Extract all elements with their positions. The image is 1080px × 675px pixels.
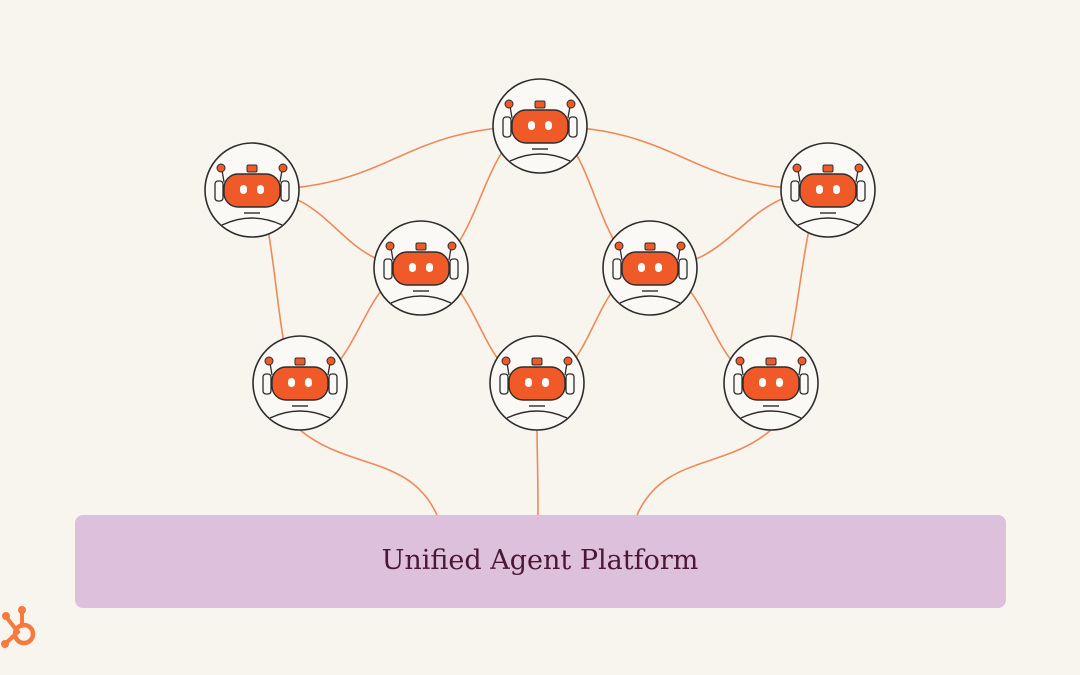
robot-agent-icon xyxy=(252,335,348,431)
agents xyxy=(204,78,876,431)
robot-agent-icon xyxy=(373,220,469,316)
sprocket-logo-icon xyxy=(1,606,36,648)
robot-agent-icon xyxy=(723,335,819,431)
connector-line xyxy=(251,125,541,191)
robot-agent-icon xyxy=(492,78,588,174)
connector-line xyxy=(636,429,772,516)
connectors xyxy=(251,125,829,516)
connector-line xyxy=(536,429,539,516)
connector-line xyxy=(539,125,829,191)
connector-line xyxy=(299,429,438,516)
robot-agent-icon xyxy=(780,142,876,238)
robot-agent-icon xyxy=(204,142,300,238)
platform-box xyxy=(75,515,1006,608)
robot-agent-icon xyxy=(602,220,698,316)
platform-label: Unified Agent Platform xyxy=(382,545,699,576)
robot-agent-icon xyxy=(489,335,585,431)
